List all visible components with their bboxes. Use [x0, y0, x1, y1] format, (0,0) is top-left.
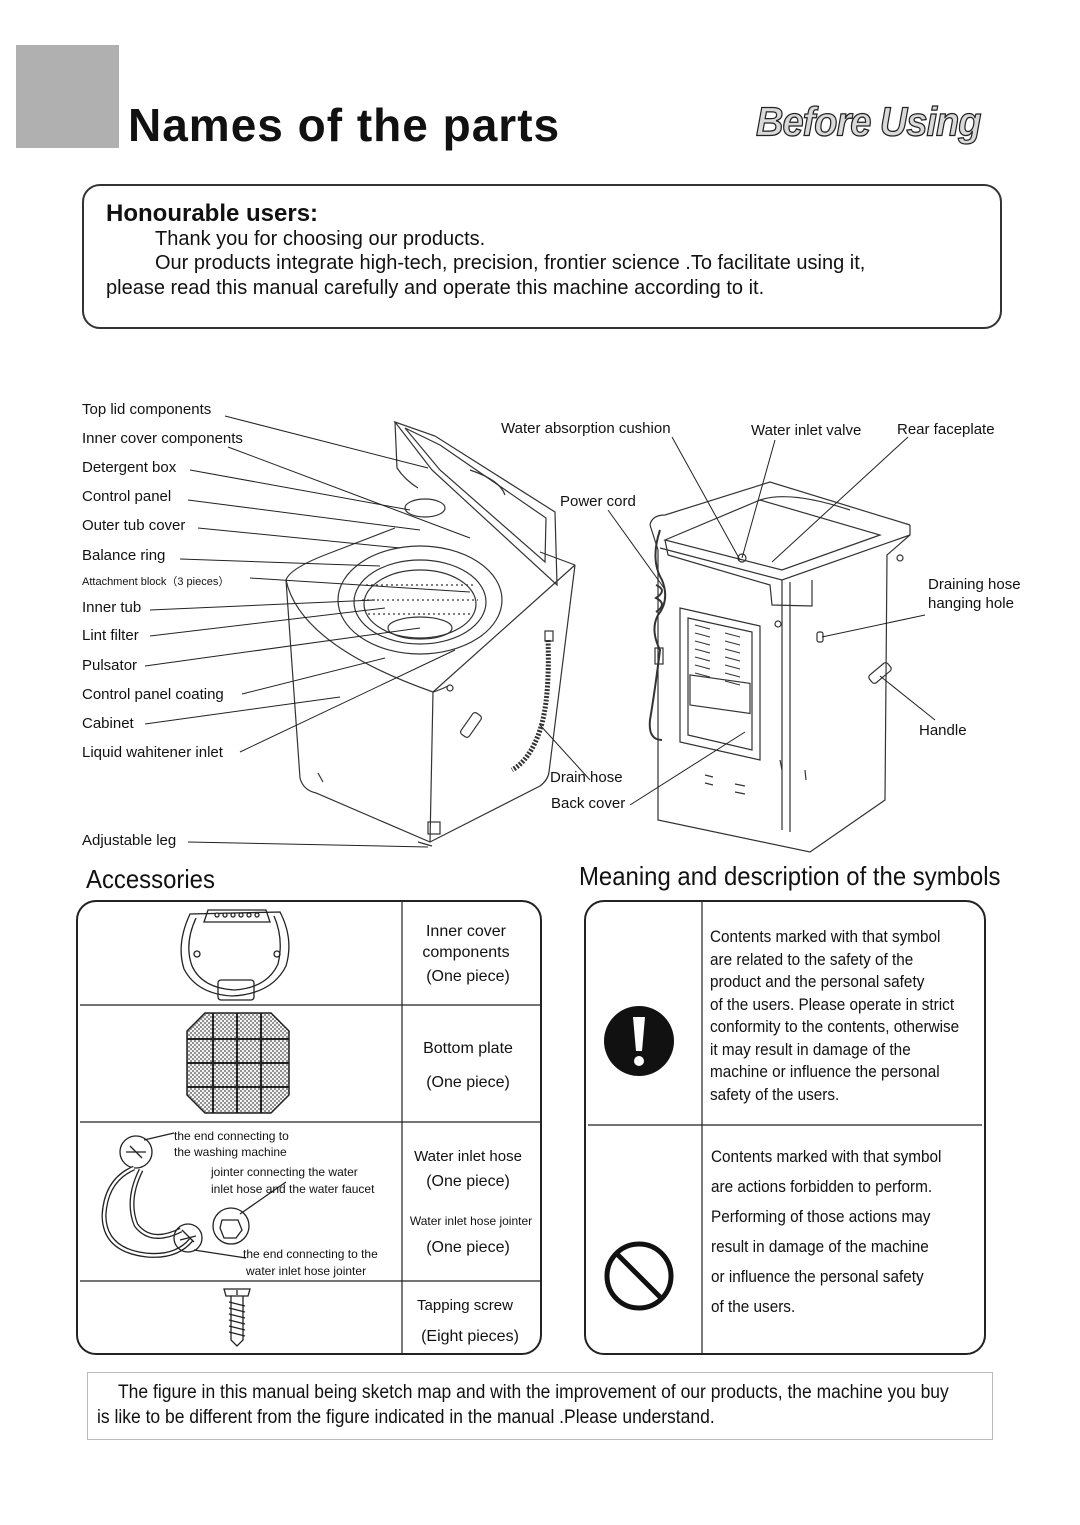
tapping-screw-drawing — [223, 1288, 251, 1347]
label-attachment-block: Attachment block（3 pieces） — [82, 576, 230, 588]
prohibited-text-2: are actions forbidden to perform. — [711, 1177, 933, 1196]
label-balance-ring: Balance ring — [82, 547, 166, 564]
warning-text-1: Contents marked with that symbol — [710, 927, 941, 946]
symbols-grid — [588, 902, 982, 1353]
prohibited-icon — [604, 1241, 674, 1311]
intro-box — [82, 184, 1002, 329]
note-line-1: The figure in this manual being sketch m… — [118, 1382, 949, 1403]
warning-icon — [604, 1006, 674, 1076]
acc-hose-jointer-qty: (One piece) — [426, 1239, 510, 1256]
hose-note-c1: the end connecting to the — [243, 1247, 378, 1261]
intro-heading: Honourable users: — [106, 200, 319, 227]
water-inlet-hose-drawing — [101, 1132, 286, 1259]
prohibited-text-5: or influence the personal safety — [711, 1267, 924, 1286]
label-inner-tub: Inner tub — [82, 599, 142, 616]
label-inner-cover: Inner cover components — [82, 430, 243, 447]
hose-note-c2: water inlet hose jointer — [246, 1264, 367, 1278]
label-draining-hose-2: hanging hole — [928, 595, 1014, 612]
section-title: Before Using — [755, 99, 982, 146]
symbols-panel — [584, 900, 986, 1355]
inner-cover-drawing — [180, 909, 290, 1001]
label-pulsator: Pulsator — [82, 657, 138, 674]
acc-screw-qty: (Eight pieces) — [421, 1328, 519, 1345]
rear-machine-drawing — [648, 481, 911, 853]
label-power-cord: Power cord — [560, 493, 636, 510]
label-control-panel-coating: Control panel coating — [82, 686, 224, 703]
intro-line-2: Our products integrate high-tech, precis… — [155, 252, 866, 274]
hose-note-b1: jointer connecting the water — [211, 1165, 358, 1179]
acc-hose-jointer-name: Water inlet hose jointer — [409, 1214, 533, 1228]
parts-diagram — [144, 415, 936, 853]
prohibited-text-4: result in damage of the machine — [711, 1237, 929, 1256]
acc-screw-name: Tapping screw — [417, 1297, 513, 1314]
acc-inner-cover-name-1: Inner cover — [425, 923, 507, 940]
label-detergent-box: Detergent box — [82, 459, 177, 476]
acc-inner-cover-name-2: components — [422, 944, 510, 961]
bottom-plate-drawing — [186, 1012, 290, 1114]
prohibited-text-6: of the users. — [711, 1297, 796, 1316]
note-box — [87, 1372, 993, 1440]
label-draining-hose-1: Draining hose — [928, 576, 1021, 593]
note-line-2: is like to be different from the figure … — [97, 1407, 715, 1428]
label-drain-hose: Drain hose — [550, 769, 623, 786]
page-title: Names of the parts — [128, 99, 561, 151]
warning-text-7: machine or influence the personal — [710, 1062, 940, 1081]
acc-hose-qty: (One piece) — [426, 1173, 510, 1190]
accessories-panel — [76, 900, 542, 1355]
acc-bottom-plate-name: Bottom plate — [423, 1040, 513, 1057]
label-outer-tub-cover: Outer tub cover — [82, 517, 186, 534]
label-rear-faceplate: Rear faceplate — [897, 421, 995, 438]
warning-text-6: it may result in damage of the — [710, 1040, 911, 1059]
warning-text-2: are related to the safety of the — [710, 950, 914, 969]
symbols-heading: Meaning and description of the symbols — [579, 861, 1001, 891]
acc-inner-cover-qty: (One piece) — [426, 968, 510, 985]
hose-note-b2: inlet hose and the water faucet — [211, 1182, 375, 1196]
label-cabinet: Cabinet — [82, 715, 134, 732]
hose-note-a1: the end connecting to — [174, 1129, 289, 1143]
accessories-grid — [80, 902, 540, 1353]
leader-lines — [144, 415, 936, 848]
prohibited-text-3: Performing of those actions may — [711, 1207, 931, 1226]
header-gray-block — [16, 45, 119, 148]
label-liquid-whitener-inlet: Liquid wahitener inlet — [82, 744, 223, 761]
label-back-cover: Back cover — [551, 795, 626, 812]
hose-note-a2: the washing machine — [174, 1145, 287, 1159]
acc-hose-name: Water inlet hose — [414, 1148, 522, 1165]
warning-text-5: conformity to the contents, otherwise — [710, 1017, 960, 1036]
label-handle: Handle — [919, 722, 967, 739]
label-top-lid: Top lid components — [82, 401, 212, 418]
front-machine-drawing — [285, 420, 576, 847]
prohibited-text-1: Contents marked with that symbol — [711, 1147, 942, 1166]
label-adjustable-leg: Adjustable leg — [82, 832, 177, 849]
label-lint-filter: Lint filter — [82, 627, 139, 644]
intro-line-1: Thank you for choosing our products. — [155, 228, 486, 250]
label-water-absorption-cushion: Water absorption cushion — [501, 420, 671, 437]
warning-text-8: safety of the users. — [710, 1085, 840, 1104]
warning-text-4: of the users. Please operate in strict — [710, 995, 955, 1014]
accessories-heading: Accessories — [86, 864, 215, 894]
intro-line-3: please read this manual carefully and op… — [106, 277, 765, 299]
label-control-panel: Control panel — [82, 488, 172, 505]
label-water-inlet-valve: Water inlet valve — [751, 422, 862, 439]
warning-text-3: product and the personal safety — [710, 972, 925, 991]
acc-bottom-plate-qty: (One piece) — [426, 1074, 510, 1091]
